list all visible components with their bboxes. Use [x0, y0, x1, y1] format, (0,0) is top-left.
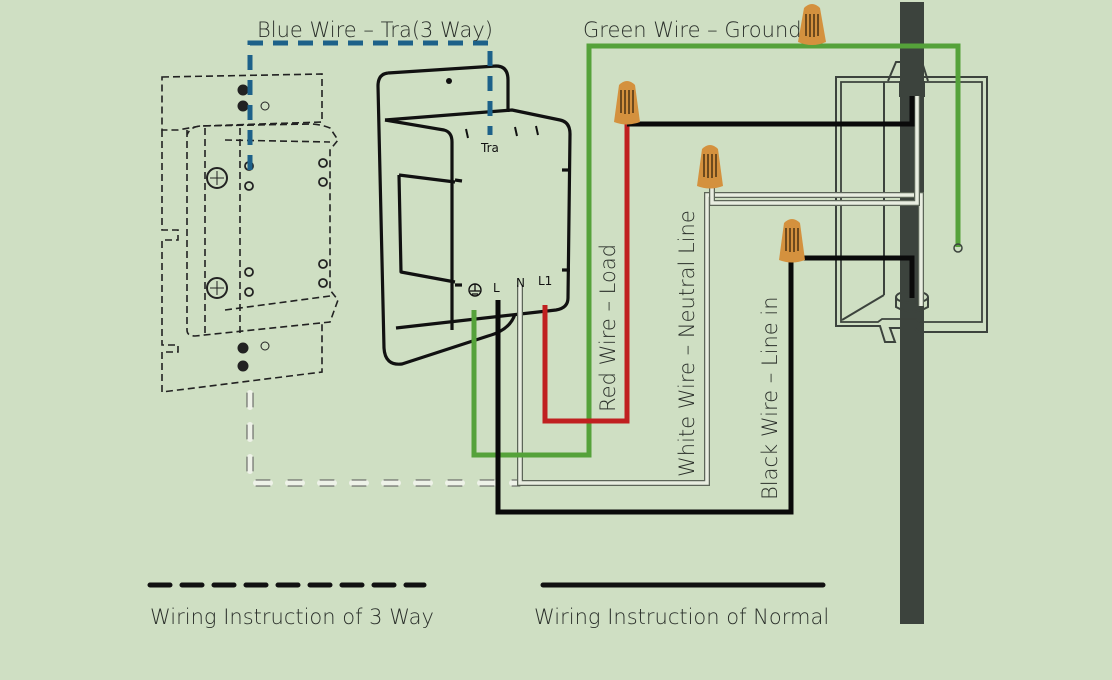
black-wire-label: Black Wire – Line in	[758, 297, 782, 501]
traveler-wire-return	[247, 390, 523, 486]
three-way-switch-hardware	[206, 84, 328, 372]
legend-normal-label: Wiring Instruction of Normal	[534, 605, 829, 629]
wire-nut-load	[614, 81, 640, 125]
green-wire-label: Green Wire – Ground	[583, 18, 802, 42]
three-way-switch-outline	[161, 73, 339, 393]
ground-symbol-lines	[470, 284, 480, 295]
wire-nut-line	[779, 219, 805, 263]
terminal-tra-label: Tra	[480, 141, 499, 155]
green-wire	[471, 43, 961, 458]
wire-nut-ground	[798, 4, 826, 45]
red-wire	[542, 118, 630, 424]
white-wire-label: White Wire – Neutral Line	[675, 210, 699, 477]
white-wire	[517, 96, 924, 486]
black-wire	[495, 255, 915, 515]
terminal-l-label: L	[493, 281, 500, 295]
blue-wire-label: Blue Wire – Tra(3 Way)	[257, 18, 493, 42]
ground-screw	[953, 243, 963, 253]
red-wire-label: Red Wire – Load	[596, 244, 620, 412]
terminal-n-label: N	[516, 276, 525, 290]
legend-three-way-label: Wiring Instruction of 3 Way	[150, 605, 434, 629]
terminal-l1-label: L1	[538, 274, 552, 288]
blue-wire	[247, 40, 493, 170]
wire-nut-neutral	[697, 145, 723, 189]
black-wire-load	[627, 96, 915, 127]
smart-switch-module	[376, 64, 572, 366]
